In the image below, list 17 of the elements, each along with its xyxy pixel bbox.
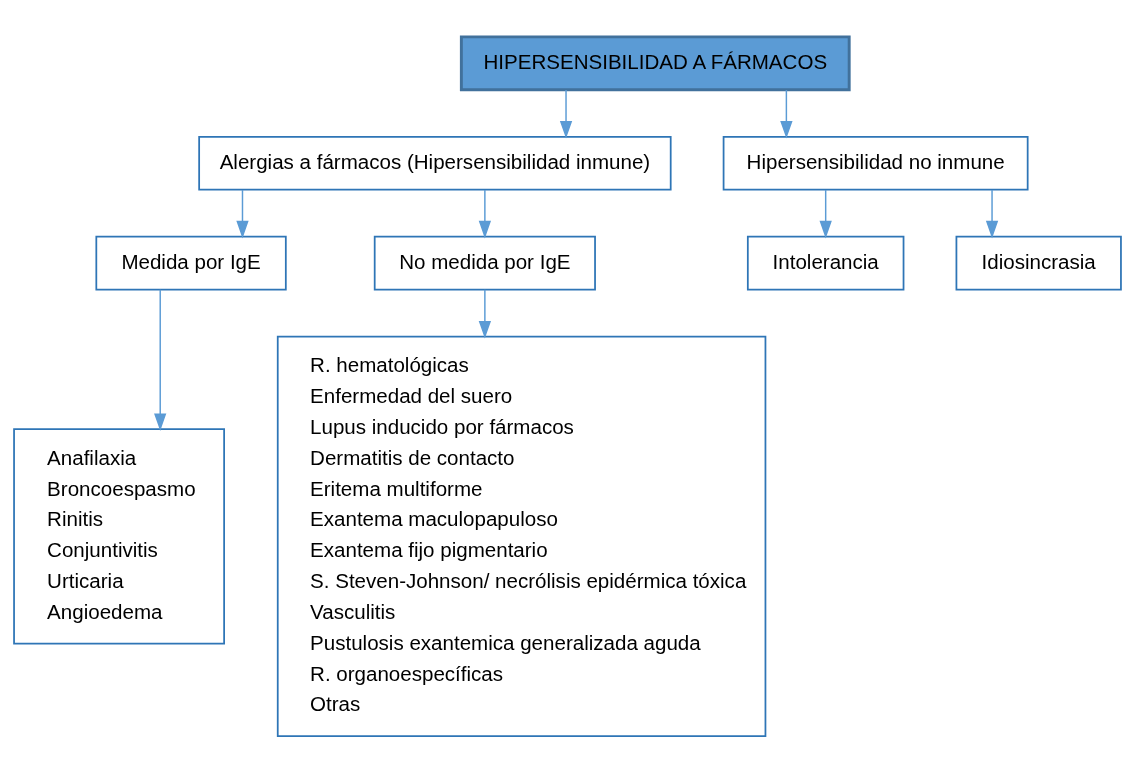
arrow — [478, 189, 492, 239]
node-box: Alergias a fármacos (Hipersensibilidad inmune) — [198, 135, 672, 191]
arrow — [780, 89, 793, 139]
node-box: Anafilaxia Broncoespasmo Rinitis Conjuntivitis Urticaria Angioedema — [13, 428, 225, 645]
node-box: R. hematológicas Enfermedad del suero Lupus inducido por fármacos Dermatitis de contacto Eritema multiforme Exantema maculopapuloso Exantema fijo pigmentario S. Steven-Johnson/ necrólisis epidérmica tóxica Vasculitis Pustulosis exantemica generalizada aguda R. organoespecíficas Otras — [276, 335, 767, 737]
arrow — [154, 289, 167, 432]
arrow — [819, 189, 832, 239]
arrow — [985, 189, 999, 239]
node-box: No medida por IgE — [373, 235, 596, 291]
arrow — [236, 189, 249, 239]
node-box: HIPERSENSIBILIDAD A FÁRMACOS — [459, 35, 851, 92]
node-box: Medida por IgE — [95, 235, 287, 291]
node-box: Idiosincrasia — [955, 235, 1122, 291]
arrow — [559, 89, 573, 139]
arrow — [478, 289, 492, 339]
node-box: Hipersensibilidad no inmune — [722, 135, 1029, 191]
node-box: Intolerancia — [746, 235, 905, 291]
